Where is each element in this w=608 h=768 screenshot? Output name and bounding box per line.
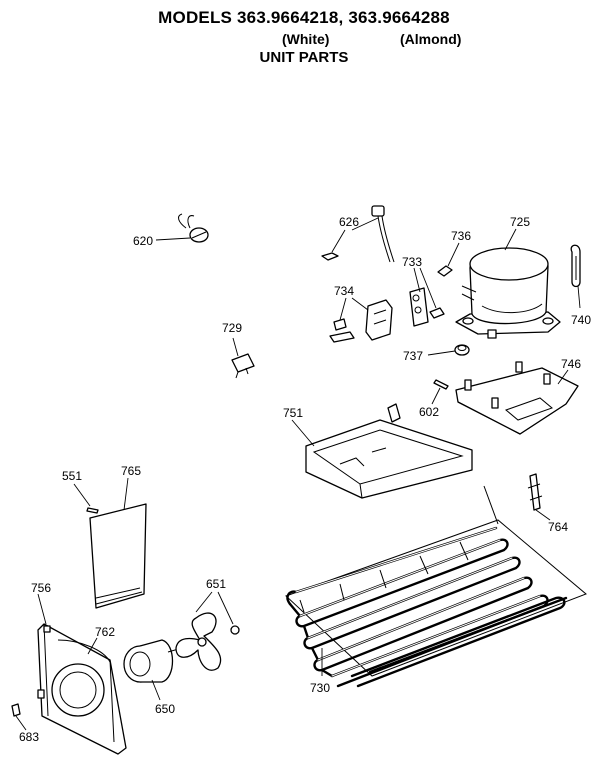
- label-730: 730: [310, 681, 330, 695]
- leader-620: [155, 237, 191, 241]
- label-764: 764: [548, 520, 568, 534]
- part-737-grommet: [454, 344, 470, 356]
- leader-651a: [195, 591, 213, 613]
- leader-751: [291, 419, 315, 447]
- part-730-condenser-coil: [285, 485, 587, 688]
- part-736-clip: [437, 265, 453, 277]
- part-683-screw: [11, 703, 21, 717]
- part-551-screw: [86, 507, 99, 514]
- label-734: 734: [334, 284, 354, 298]
- leader-734b: [351, 297, 369, 311]
- part-626-cord: [321, 205, 395, 263]
- leader-650: [151, 679, 161, 701]
- label-733: 733: [402, 255, 422, 269]
- part-650-fan-motor: [123, 639, 183, 683]
- label-751: 751: [283, 406, 303, 420]
- label-765: 765: [121, 464, 141, 478]
- label-729: 729: [222, 321, 242, 335]
- part-734-overload: [329, 299, 393, 343]
- leader-733a: [413, 267, 421, 293]
- part-725-compressor: [455, 247, 561, 339]
- leader-626a: [331, 229, 346, 253]
- leader-734a: [339, 297, 347, 321]
- part-762-shroud: [57, 639, 111, 663]
- leader-733b: [419, 267, 437, 309]
- part-729-capacitor: [231, 353, 255, 379]
- label-650: 650: [155, 702, 175, 716]
- variant-almond-label: (Almond): [400, 31, 462, 47]
- label-651: 651: [206, 577, 226, 591]
- leader-725: [504, 228, 517, 251]
- part-602-screw: [433, 379, 449, 390]
- label-740: 740: [571, 313, 591, 327]
- leader-765: [123, 477, 129, 511]
- variant-white-label: (White): [282, 31, 330, 47]
- part-751-drain-pan: [305, 403, 473, 499]
- part-746-base-plate: [455, 361, 579, 435]
- label-602: 602: [419, 405, 439, 419]
- leader-651b: [217, 591, 234, 625]
- label-725: 725: [510, 215, 530, 229]
- leader-764: [535, 509, 551, 521]
- leader-737: [427, 350, 456, 356]
- leader-626b: [351, 217, 379, 231]
- part-733-start-relay: [409, 287, 445, 327]
- label-620: 620: [133, 234, 153, 248]
- label-746: 746: [561, 357, 581, 371]
- leader-762: [87, 637, 98, 655]
- label-762: 762: [95, 625, 115, 639]
- part-756-fan-housing: [37, 623, 127, 755]
- part-740-clip: [570, 244, 581, 288]
- part-620-relay: [178, 213, 209, 243]
- part-765-panel: [89, 503, 147, 609]
- leader-551: [73, 483, 91, 507]
- part-651-fan-blade: [175, 612, 240, 671]
- label-736: 736: [451, 229, 471, 243]
- leader-683: [15, 715, 27, 731]
- leader-736: [447, 242, 460, 267]
- diagram-title: MODELS 363.9664218, 363.9664288: [158, 8, 450, 27]
- diagram-subtitle: UNIT PARTS: [259, 49, 349, 66]
- label-551: 551: [62, 469, 82, 483]
- label-737: 737: [403, 349, 423, 363]
- part-764-clip: [527, 473, 543, 511]
- label-626: 626: [339, 215, 359, 229]
- leader-740: [577, 285, 581, 309]
- leader-729: [232, 337, 239, 357]
- leader-756: [37, 593, 47, 625]
- label-756: 756: [31, 581, 51, 595]
- leader-746: [557, 369, 569, 385]
- leader-602: [431, 387, 441, 405]
- label-683: 683: [19, 730, 39, 744]
